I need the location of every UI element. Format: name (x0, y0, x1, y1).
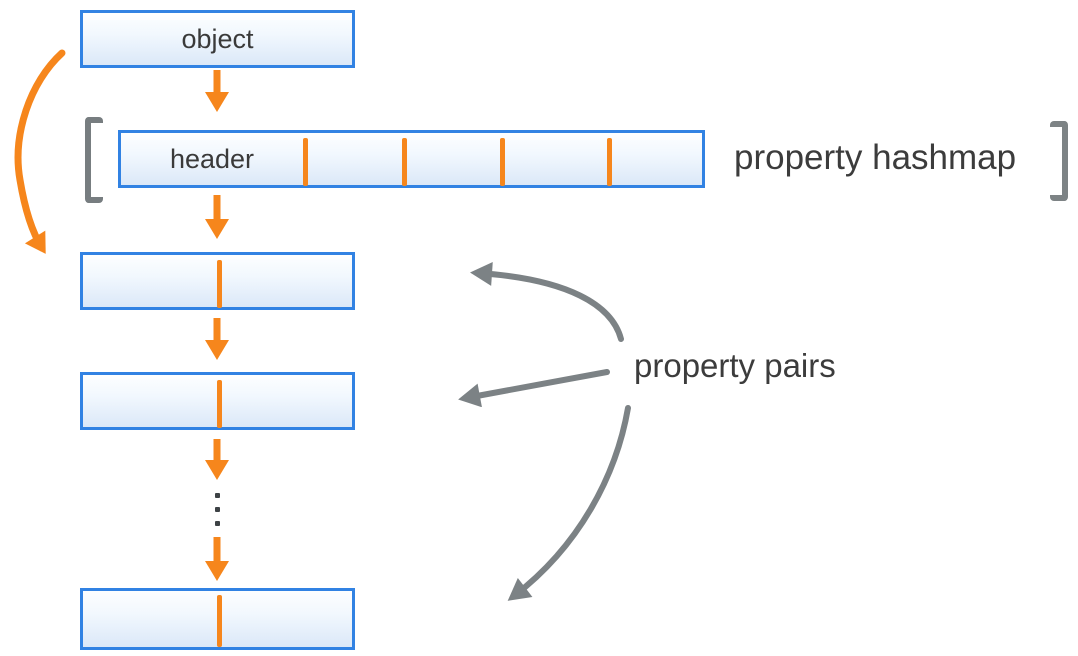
pair-box-2 (80, 372, 355, 430)
right-bracket (1050, 121, 1068, 201)
curved-arrow-object-to-pairs-icon (14, 49, 66, 254)
property-pairs-label: property pairs (634, 347, 836, 384)
pair-1-divider (217, 260, 222, 308)
arrow-pair-2-to-ellipsis-icon (205, 439, 229, 480)
pair-box-3 (80, 588, 355, 650)
left-bracket (85, 117, 103, 203)
header-box: header (118, 130, 705, 188)
pair-box-1 (80, 252, 355, 310)
object-box-label: object (181, 23, 254, 54)
arrow-object-to-hashmap-icon (205, 70, 229, 112)
header-tick-1 (303, 138, 308, 186)
ellipsis-dot (215, 493, 220, 498)
ellipsis-dots (215, 493, 220, 526)
gray-arrow-to-pair-2-icon (458, 369, 610, 407)
gray-arrow-to-pair-1-icon (470, 261, 624, 342)
gray-arrow-to-pair-3-icon (507, 405, 631, 601)
header-box-label: header (169, 143, 255, 174)
object-box: object (80, 10, 355, 68)
header-tick-3 (500, 138, 505, 186)
pair-2-divider (217, 380, 222, 428)
header-tick-2 (402, 138, 407, 186)
pair-3-divider (217, 595, 222, 647)
property-hashmap-label: property hashmap (734, 138, 1017, 177)
ellipsis-dot (215, 507, 220, 512)
ellipsis-dot (215, 521, 220, 526)
arrow-pair-1-to-pair-2-icon (205, 318, 229, 360)
arrow-ellipsis-to-pair-3-icon (205, 537, 229, 581)
arrow-hashmap-to-pair-1-icon (205, 195, 229, 239)
header-tick-4 (607, 138, 612, 186)
